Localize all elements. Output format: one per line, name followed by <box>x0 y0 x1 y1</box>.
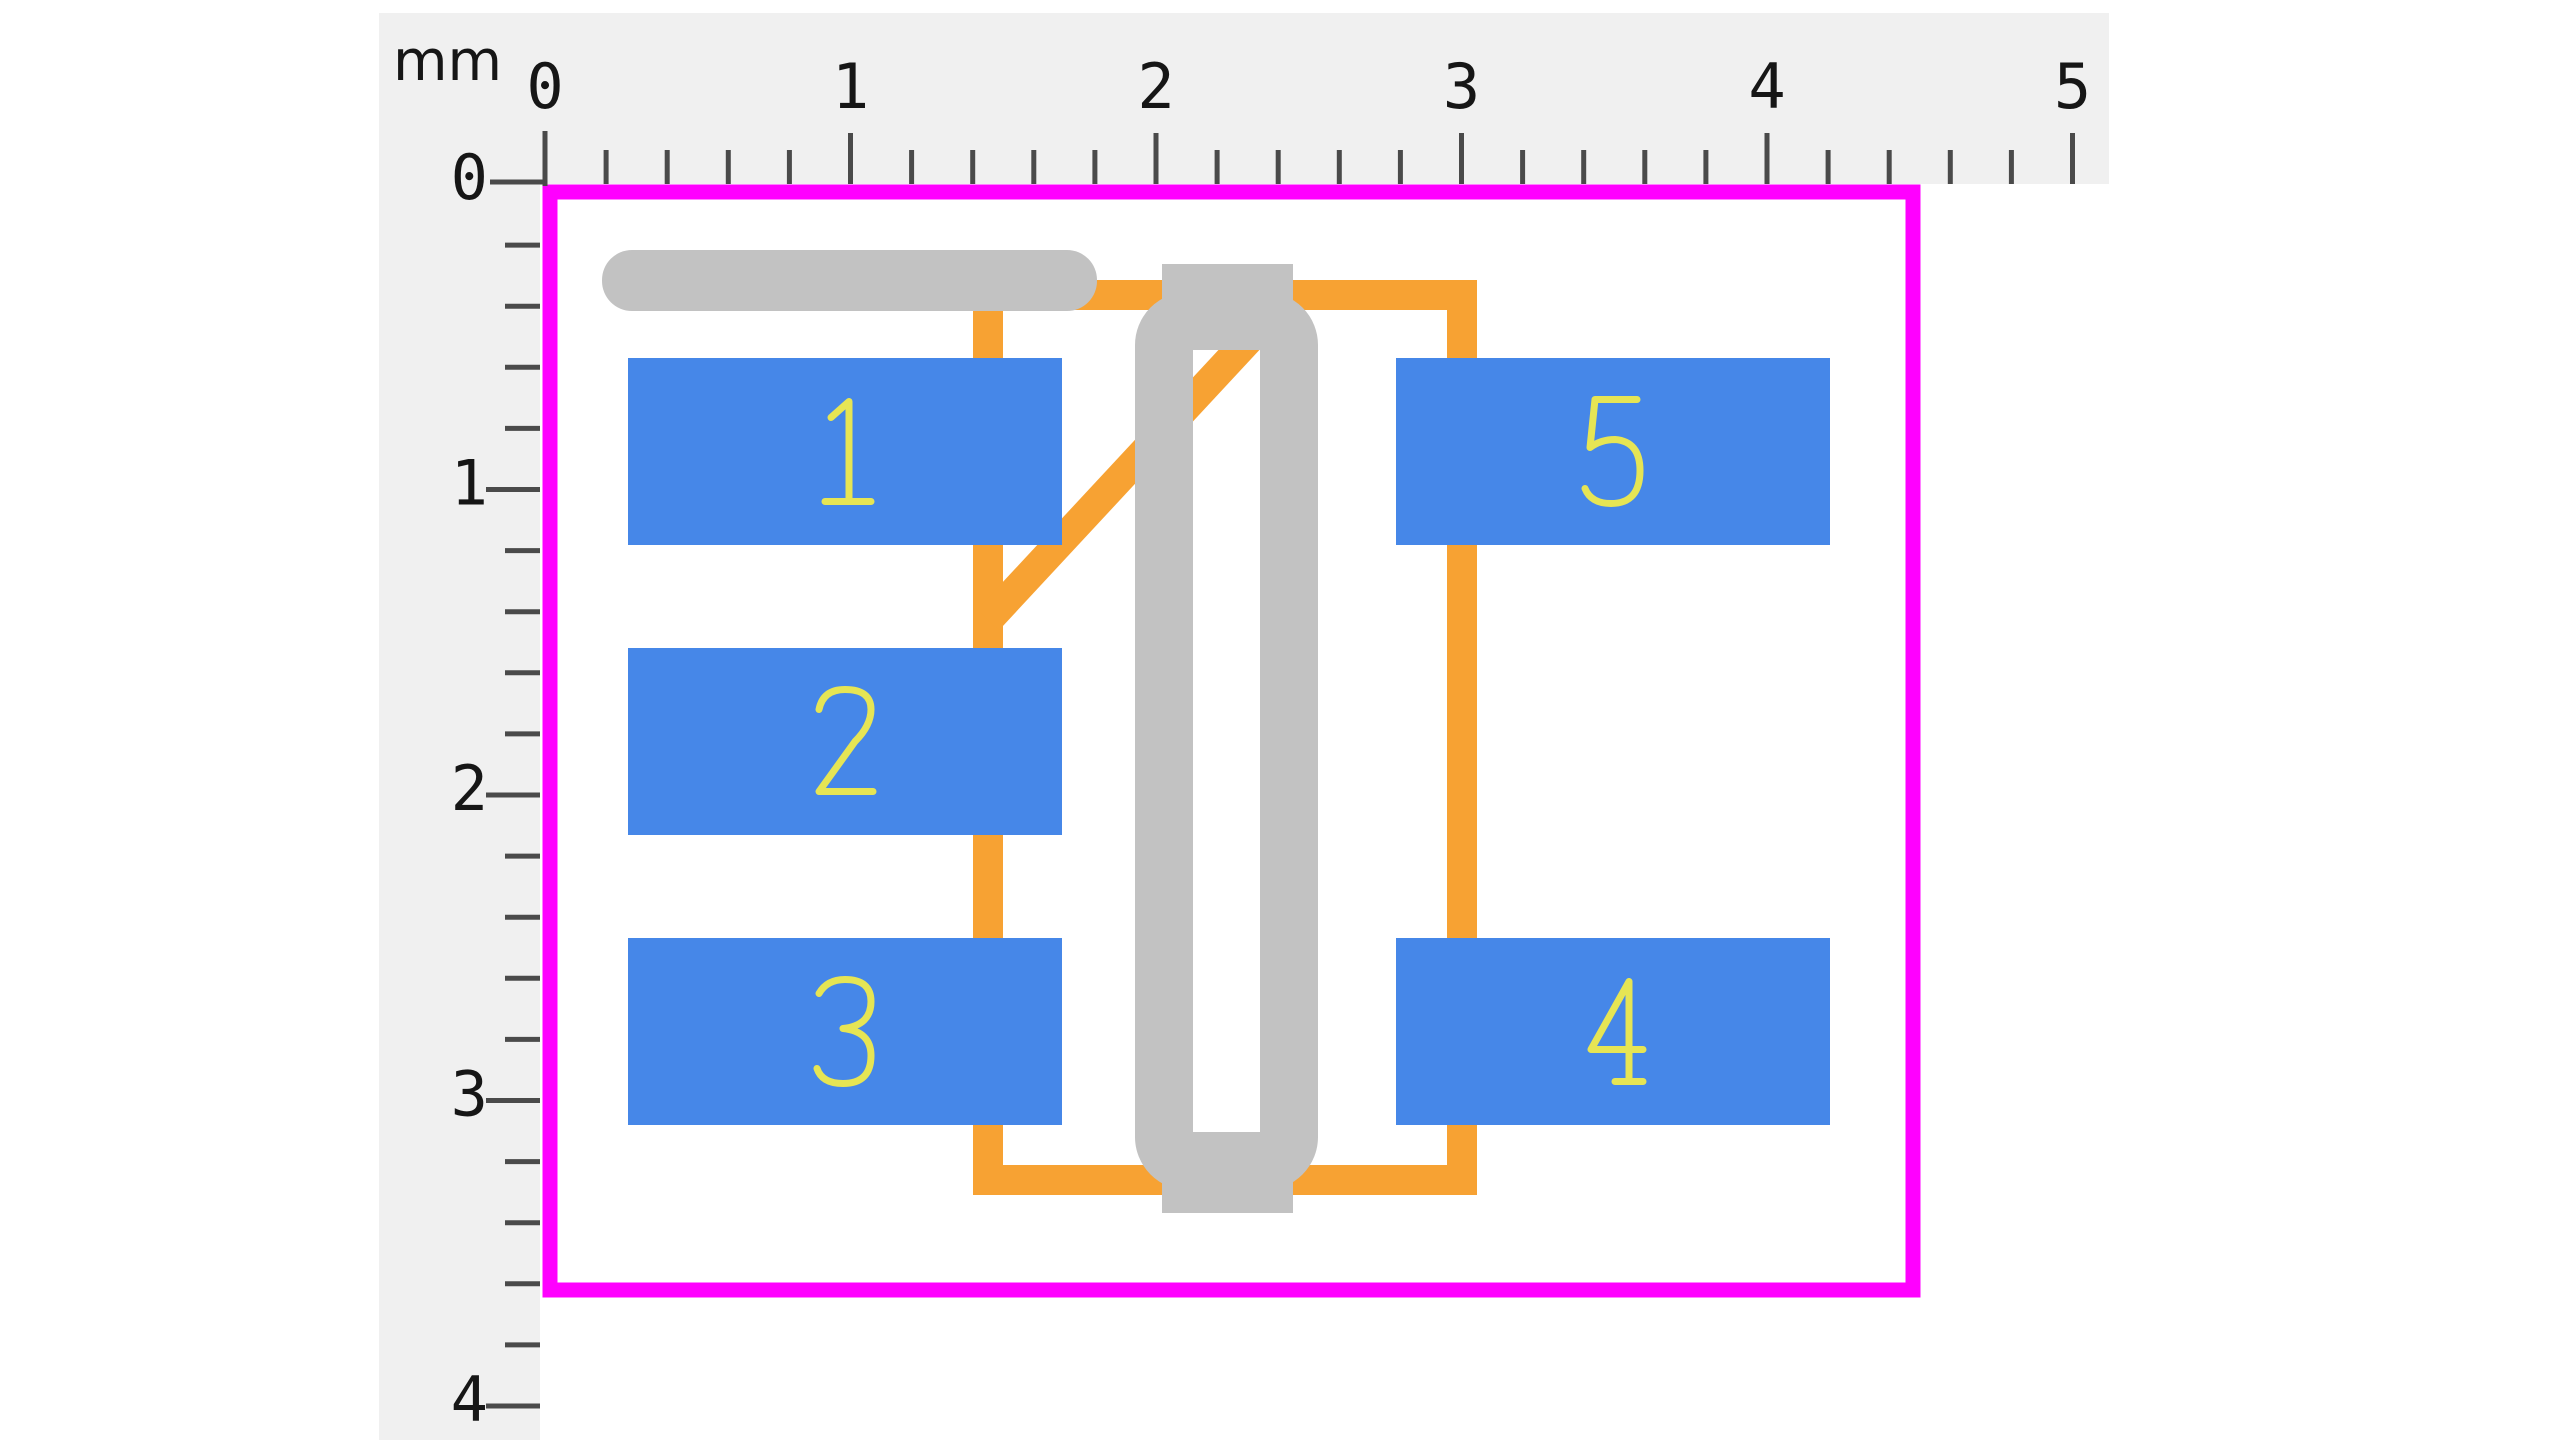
courtyard-group <box>542 184 1921 1298</box>
mechanical-group <box>602 250 1318 1213</box>
pin1-marker-bar <box>602 250 1097 311</box>
ruler-labels: 0 1 2 3 4 5 0 1 2 3 4 <box>451 50 2091 1436</box>
left-ruler-label: 4 <box>451 1363 488 1436</box>
pad-number-3 <box>813 976 875 1087</box>
top-ruler-label: 1 <box>832 50 869 123</box>
top-ruler-strip <box>379 13 2109 184</box>
top-ruler-label: 5 <box>2054 50 2091 123</box>
top-ruler-label: 3 <box>1443 50 1480 123</box>
pad-number-1 <box>821 398 875 505</box>
pad-number-4 <box>1587 978 1647 1085</box>
mechanical-slot-outline <box>1135 292 1318 1190</box>
left-ruler-strip <box>379 13 540 1440</box>
left-ruler-label: 1 <box>451 447 488 520</box>
pad-2[interactable] <box>628 648 1062 835</box>
left-ruler-label: 3 <box>451 1058 488 1131</box>
pad-number-2 <box>815 686 877 795</box>
pad-1[interactable] <box>628 358 1062 545</box>
left-ruler-label: 0 <box>451 141 488 214</box>
top-ruler-label: 2 <box>1137 50 1174 123</box>
left-ruler-label: 2 <box>451 752 488 825</box>
top-ruler-label: 4 <box>1748 50 1785 123</box>
ruler-ticks <box>486 131 2075 1409</box>
top-ruler-label: 0 <box>526 50 563 123</box>
pad-number-5 <box>1581 396 1644 507</box>
courtyard-outline <box>542 184 1921 1298</box>
pad-5[interactable] <box>1396 358 1830 545</box>
pads-group <box>628 358 1830 1125</box>
unit-label: mm <box>393 29 502 94</box>
pad-4[interactable] <box>1396 938 1830 1125</box>
